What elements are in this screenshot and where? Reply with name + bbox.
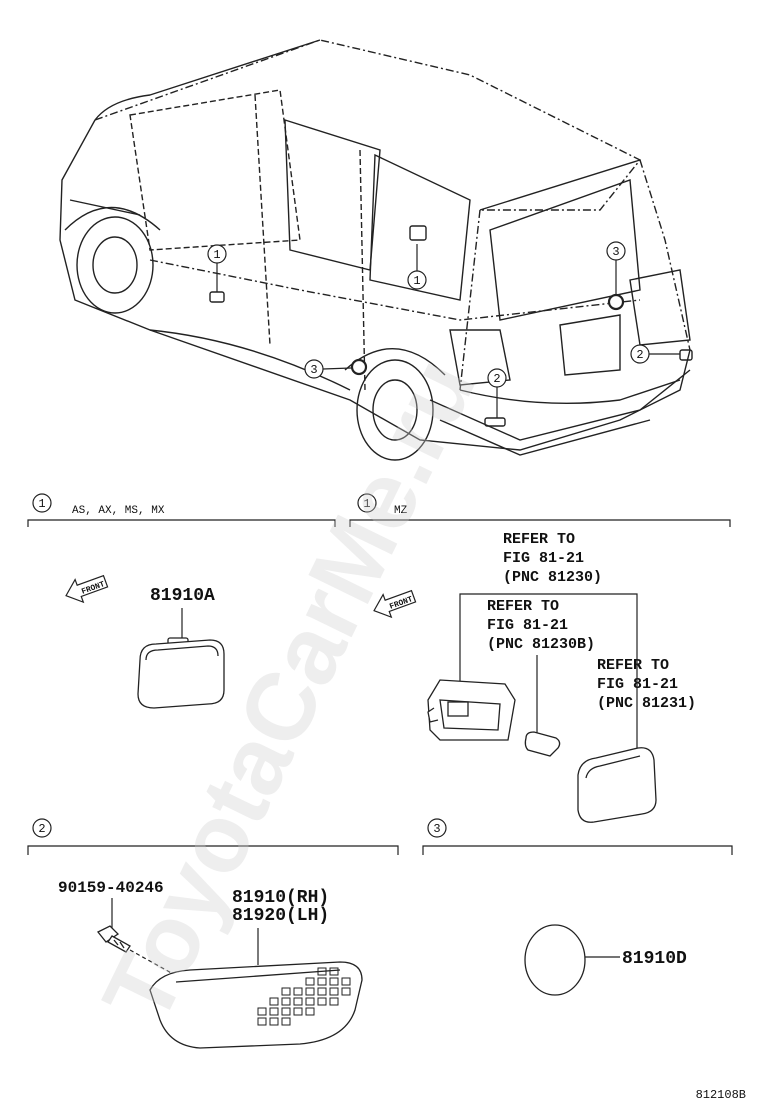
marker-3-rear-gate <box>607 293 625 311</box>
ref-line: FIG 81-21 <box>487 617 568 634</box>
bulb-icon <box>524 731 561 757</box>
section-number: 3 <box>433 822 440 836</box>
callout-label: 1 <box>413 274 420 288</box>
section-1-left: 1 AS, AX, MS, MX FRONT 81910A <box>27 493 336 709</box>
section-number-badge <box>427 818 447 838</box>
screw-icon <box>96 925 131 953</box>
side-marker-lamp-icon <box>137 637 225 709</box>
part-number-lh: 81920(LH) <box>232 906 329 926</box>
callout-1-front-door <box>207 244 227 264</box>
ref-line: REFER TO <box>597 657 669 674</box>
lamp-socket-icon <box>427 679 516 741</box>
front-arrow-icon: FRONT <box>65 574 109 604</box>
figure-id: 812108B <box>696 1088 746 1102</box>
reference-block-81231: REFER TO FIG 81-21 (PNC 81231) <box>597 657 696 712</box>
variant-codes: AS, AX, MS, MX <box>72 505 165 517</box>
reflector-grid <box>257 967 351 1026</box>
vehicle-callouts <box>207 241 680 418</box>
part-number-rh: 81910(RH) <box>232 888 329 908</box>
callout-3-rear-gate <box>606 241 626 261</box>
lamp-lens-icon <box>577 747 657 823</box>
callout-label: 2 <box>636 348 643 362</box>
callout-label: 2 <box>493 372 500 386</box>
section-3: 3 81910D <box>422 818 733 996</box>
ref-line: FIG 81-21 <box>503 550 584 567</box>
callout-1-slide-door <box>407 270 427 290</box>
ref-line: REFER TO <box>487 598 559 615</box>
part-number-81910D: 81910D <box>622 949 687 969</box>
callout-2-bumper <box>487 368 507 388</box>
callout-label: 3 <box>310 363 317 377</box>
section-number-badge <box>357 493 377 513</box>
ref-line: (PNC 81230) <box>503 569 602 586</box>
reflector-lamp-icon <box>149 961 363 1049</box>
part-number-81910A: 81910A <box>150 586 215 606</box>
callout-3-rear-wheel <box>304 359 324 379</box>
section-bracket <box>349 519 731 527</box>
callout-2-rear-corner <box>630 344 650 364</box>
section-bracket <box>422 845 733 855</box>
variant-codes: MZ <box>394 505 408 517</box>
section-number: 1 <box>363 497 370 511</box>
ref-line: REFER TO <box>503 531 575 548</box>
round-reflector-icon <box>524 924 586 996</box>
section-number: 1 <box>38 497 45 511</box>
section-bracket <box>27 519 336 527</box>
ref-line: (PNC 81230B) <box>487 636 595 653</box>
callout-label: 3 <box>612 245 619 259</box>
section-bracket <box>27 845 399 855</box>
ref-line: (PNC 81231) <box>597 695 696 712</box>
section-1-right: 1 MZ FRONT REFER TO FIG 81-21 (PNC 81230… <box>349 493 731 823</box>
section-number: 2 <box>38 822 45 836</box>
reference-block-81230: REFER TO FIG 81-21 (PNC 81230) <box>503 531 602 586</box>
section-number-badge <box>32 818 52 838</box>
reference-block-81230B: REFER TO FIG 81-21 (PNC 81230B) <box>487 598 595 653</box>
part-number-screw: 90159-40246 <box>58 879 164 897</box>
callout-label: 1 <box>213 248 220 262</box>
section-2: 2 90159-40246 81910(RH) 81920(LH) <box>27 818 399 1049</box>
section-number-badge <box>32 493 52 513</box>
marker-3-rear-wheel <box>350 358 368 376</box>
vehicle-illustration <box>59 39 693 461</box>
